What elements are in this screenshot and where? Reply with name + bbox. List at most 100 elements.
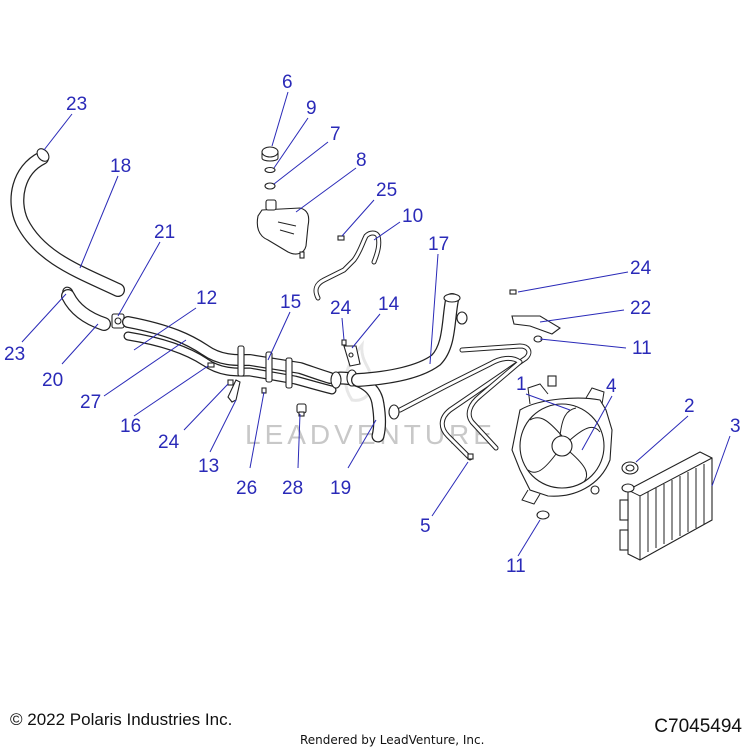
screw-24-right <box>509 289 517 295</box>
callout-labels: 6 9 7 8 23 18 25 10 17 21 12 15 24 14 24… <box>4 72 741 577</box>
leader-4 <box>581 395 613 451</box>
leader-7 <box>273 141 329 185</box>
leader-22 <box>539 309 625 323</box>
callout-24c: 24 <box>158 432 180 453</box>
overflow-hose-10 <box>313 230 382 301</box>
leader-18 <box>79 175 119 269</box>
leader-3 <box>711 435 731 487</box>
callout-10: 10 <box>402 206 423 227</box>
callout-28: 28 <box>282 478 303 499</box>
callout-8: 8 <box>356 150 367 171</box>
coupler-21 <box>111 313 125 329</box>
coolant-tube-27 <box>123 331 337 395</box>
callout-4: 4 <box>606 376 617 397</box>
coolant-lines <box>388 343 532 461</box>
callout-9: 9 <box>306 98 317 119</box>
leader-12 <box>133 307 197 351</box>
clamp-15-b <box>265 351 273 383</box>
radiator-filler-neck <box>621 483 635 493</box>
callout-6: 6 <box>282 72 293 93</box>
bracket-14 <box>343 345 361 367</box>
leader-25 <box>341 199 375 237</box>
screw-24-lower-left <box>227 379 234 386</box>
leader-10 <box>373 221 401 241</box>
leader-6 <box>271 91 289 147</box>
leader-5 <box>431 461 469 517</box>
gasket-9 <box>264 166 276 174</box>
callout-16: 16 <box>120 416 141 437</box>
callout-21: 21 <box>154 222 175 243</box>
screw-24-mid <box>341 339 347 346</box>
clamp-23-upper <box>36 148 50 162</box>
leader-14 <box>351 313 381 349</box>
coolant-reservoir-8 <box>256 199 310 259</box>
leader-1 <box>525 393 571 411</box>
callout-13: 13 <box>198 456 219 477</box>
callout-23b: 23 <box>4 344 25 365</box>
clamp-15-c <box>285 357 293 389</box>
callout-23a: 23 <box>66 94 87 115</box>
callout-5: 5 <box>420 516 431 537</box>
clamp-15-a <box>237 345 245 377</box>
leader-24c <box>183 383 229 431</box>
copyright-text: © 2022 Polaris Industries Inc. <box>10 710 233 729</box>
cap-6 <box>261 146 279 162</box>
callout-14: 14 <box>378 294 400 315</box>
hose-20 <box>61 289 111 331</box>
leader-11a <box>539 338 627 349</box>
callout-7: 7 <box>330 124 341 145</box>
screw-25 <box>337 235 345 241</box>
callout-15: 15 <box>280 292 301 313</box>
bracket-22 <box>511 315 561 335</box>
callout-24a: 24 <box>330 298 352 319</box>
callout-1: 1 <box>516 374 527 395</box>
callout-3: 3 <box>730 416 741 437</box>
document-number: C7045494 <box>654 716 742 737</box>
screw-16 <box>207 362 215 368</box>
radiator-cap-2 <box>621 461 639 475</box>
seal-7 <box>264 182 276 190</box>
leader-9 <box>273 117 309 169</box>
leader-26 <box>249 391 265 469</box>
leader-lines <box>21 91 731 557</box>
grommet-11-lower <box>536 510 550 520</box>
leader-8 <box>295 167 357 213</box>
leader-27 <box>103 339 187 397</box>
leader-21 <box>117 241 161 317</box>
callout-11a: 11 <box>632 338 652 359</box>
screw-5 <box>467 453 474 460</box>
leader-23a <box>43 113 73 151</box>
callout-12: 12 <box>196 288 217 309</box>
hose-17 <box>351 293 461 387</box>
callout-24b: 24 <box>630 258 652 279</box>
leader-13 <box>209 399 237 453</box>
leader-2 <box>635 415 689 463</box>
callout-27: 27 <box>80 392 101 413</box>
callout-11b: 11 <box>506 556 526 577</box>
fan-connector <box>547 375 557 387</box>
callout-2: 2 <box>684 396 695 417</box>
leader-28 <box>297 413 301 469</box>
callout-25: 25 <box>376 180 397 201</box>
leader-15 <box>267 311 291 361</box>
bracket-13 <box>227 379 241 403</box>
callout-18: 18 <box>110 156 131 177</box>
leader-20 <box>61 323 99 365</box>
leader-11b <box>517 519 541 557</box>
clamp-17 <box>456 311 468 325</box>
rendered-by-text: Rendered by LeadVenture, Inc. <box>300 733 485 747</box>
watermark-text: LEADVENTURE <box>245 419 496 450</box>
radiator-3 <box>619 451 713 561</box>
cooling-fan-1 <box>519 403 605 489</box>
leader-17 <box>429 253 439 365</box>
leader-24a <box>341 317 345 341</box>
leader-23b <box>21 293 67 343</box>
callout-22: 22 <box>630 298 651 319</box>
callout-26: 26 <box>236 478 257 499</box>
leader-16 <box>133 365 209 417</box>
sensor-28 <box>296 403 307 417</box>
coolant-tube-12 <box>122 316 336 384</box>
callout-19: 19 <box>330 478 351 499</box>
grommet-fan <box>590 485 600 495</box>
